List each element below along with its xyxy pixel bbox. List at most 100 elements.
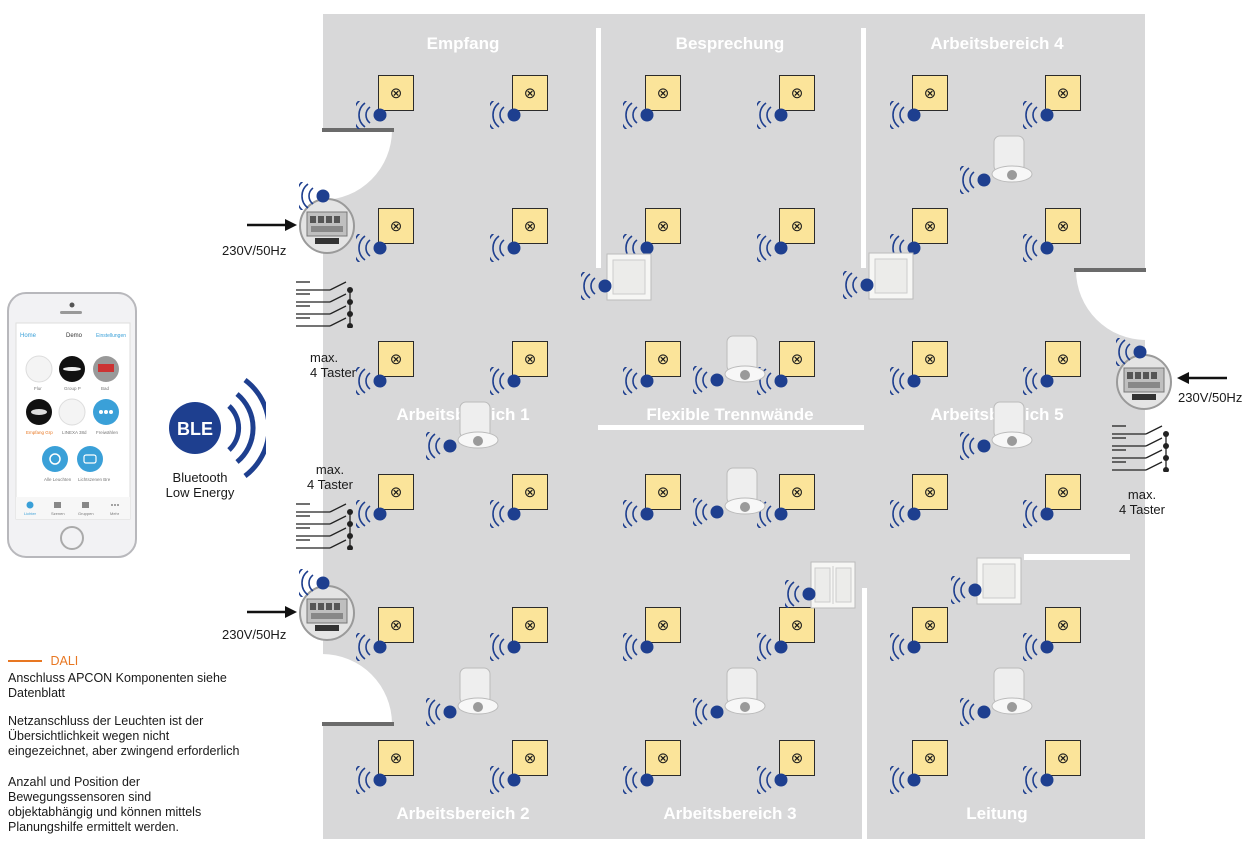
radio-signal-icon bbox=[693, 498, 724, 526]
radio-signal-icon bbox=[581, 272, 612, 300]
taster-group bbox=[296, 503, 353, 550]
taster-label: max. 4 Taster bbox=[310, 350, 356, 380]
dali-legend: DALI bbox=[8, 652, 78, 670]
room-label-arbeitsbereich3: Arbeitsbereich 3 bbox=[663, 804, 797, 823]
luminaire-icon: ⊗ bbox=[645, 75, 681, 111]
motion-sensor-icon bbox=[724, 667, 766, 715]
room-label-leitung: Leitung bbox=[966, 804, 1028, 823]
radio-signal-icon bbox=[757, 766, 788, 794]
radio-signal-icon bbox=[757, 633, 788, 661]
room-label-besprechung: Besprechung bbox=[675, 34, 785, 53]
luminaire-icon: ⊗ bbox=[1045, 607, 1081, 643]
radio-signal-icon bbox=[299, 182, 330, 210]
radio-signal-icon bbox=[623, 766, 654, 794]
luminaire-icon: ⊗ bbox=[512, 208, 548, 244]
motion-sensor-icon bbox=[457, 401, 499, 449]
radio-signal-icon bbox=[490, 766, 521, 794]
radio-signal-icon bbox=[960, 166, 991, 194]
luminaire-icon: ⊗ bbox=[779, 341, 815, 377]
radio-signal-icon bbox=[843, 271, 874, 299]
taster-label-line: 4 Taster bbox=[310, 365, 357, 380]
luminaire-icon: ⊗ bbox=[512, 740, 548, 776]
phone-header-left: Home bbox=[20, 333, 37, 339]
dali-label: DALI bbox=[50, 654, 79, 668]
taster-label: max. 4 Taster bbox=[300, 462, 360, 492]
phone-device-label: Group P bbox=[64, 386, 81, 391]
radio-signal-icon bbox=[1116, 338, 1147, 366]
wall bbox=[1024, 554, 1130, 560]
taster-label-line: max. bbox=[310, 350, 339, 365]
luminaire-icon: ⊗ bbox=[1045, 75, 1081, 111]
luminaire-icon: ⊗ bbox=[512, 341, 548, 377]
luminaire-icon: ⊗ bbox=[645, 474, 681, 510]
power-label: 230V/50Hz bbox=[222, 627, 287, 642]
radio-signal-icon bbox=[356, 633, 387, 661]
motion-sensor-icon bbox=[724, 467, 766, 515]
radio-signal-icon bbox=[960, 432, 991, 460]
phone-device-label: LINEXA 38d bbox=[62, 430, 87, 435]
radio-signal-icon bbox=[785, 580, 816, 608]
motion-sensor-icon bbox=[991, 135, 1033, 183]
phone-device-label: Freiwählen bbox=[96, 430, 119, 435]
ble-symbol: BLE bbox=[166, 372, 272, 482]
radio-signal-icon bbox=[890, 633, 921, 661]
radio-signal-icon bbox=[1023, 633, 1054, 661]
luminaire-icon: ⊗ bbox=[779, 208, 815, 244]
luminaire-icon: ⊗ bbox=[1045, 740, 1081, 776]
luminaire-icon: ⊗ bbox=[779, 474, 815, 510]
luminaire-icon: ⊗ bbox=[1045, 474, 1081, 510]
phone-device-label: Lichtszenen Bre bbox=[78, 477, 111, 482]
radio-signal-icon bbox=[890, 766, 921, 794]
wall bbox=[598, 425, 864, 430]
luminaire-icon: ⊗ bbox=[512, 75, 548, 111]
ble-caption: Bluetooth Low Energy bbox=[150, 470, 250, 500]
taster-label-line: max. bbox=[315, 462, 345, 477]
wall bbox=[862, 588, 867, 839]
door-swing bbox=[1074, 268, 1146, 340]
wall-switch-icon bbox=[976, 557, 1022, 605]
luminaire-icon: ⊗ bbox=[912, 341, 948, 377]
radio-signal-icon bbox=[890, 500, 921, 528]
luminaire-icon: ⊗ bbox=[1045, 208, 1081, 244]
luminaire-icon: ⊗ bbox=[645, 341, 681, 377]
luminaire-icon: ⊗ bbox=[645, 740, 681, 776]
radio-signal-icon bbox=[356, 367, 387, 395]
power-arrow bbox=[247, 219, 297, 231]
controller-module-icon bbox=[1116, 354, 1172, 410]
radio-signal-icon bbox=[890, 367, 921, 395]
radio-signal-icon bbox=[356, 766, 387, 794]
luminaire-icon: ⊗ bbox=[378, 474, 414, 510]
luminaire-icon: ⊗ bbox=[912, 607, 948, 643]
taster-group bbox=[296, 281, 353, 328]
luminaire-icon: ⊗ bbox=[912, 474, 948, 510]
radio-signal-icon bbox=[623, 633, 654, 661]
radio-signal-icon bbox=[757, 234, 788, 262]
luminaire-icon: ⊗ bbox=[512, 607, 548, 643]
taster-label: max. 4 Taster bbox=[1112, 487, 1172, 517]
radio-signal-icon bbox=[890, 101, 921, 129]
radio-signal-icon bbox=[356, 500, 387, 528]
motion-sensor-icon bbox=[457, 667, 499, 715]
radio-signal-icon bbox=[693, 698, 724, 726]
motion-sensor-icon bbox=[991, 401, 1033, 449]
luminaire-icon: ⊗ bbox=[912, 208, 948, 244]
wall bbox=[861, 28, 866, 268]
phone-device-label: Flur bbox=[34, 386, 42, 391]
ble-caption-line1: Bluetooth bbox=[172, 470, 228, 485]
luminaire-icon: ⊗ bbox=[912, 75, 948, 111]
radio-signal-icon bbox=[490, 633, 521, 661]
phone-tab-label: Szenen bbox=[51, 511, 65, 516]
wall-switch-icon bbox=[606, 253, 652, 301]
radio-signal-icon bbox=[426, 432, 457, 460]
luminaire-icon: ⊗ bbox=[779, 75, 815, 111]
phone-tab-label: Lichter bbox=[24, 511, 37, 516]
room-label-arbeitsbereich2: Arbeitsbereich 2 bbox=[396, 804, 530, 823]
radio-signal-icon bbox=[1023, 367, 1054, 395]
luminaire-icon: ⊗ bbox=[378, 740, 414, 776]
power-label: 230V/50Hz bbox=[1178, 390, 1243, 405]
door-swing bbox=[322, 128, 394, 200]
radio-signal-icon bbox=[356, 234, 387, 262]
legend-note-2: Netzanschluss der Leuchten ist der Übers… bbox=[8, 714, 240, 758]
radio-signal-icon bbox=[299, 569, 330, 597]
radio-signal-icon bbox=[960, 698, 991, 726]
